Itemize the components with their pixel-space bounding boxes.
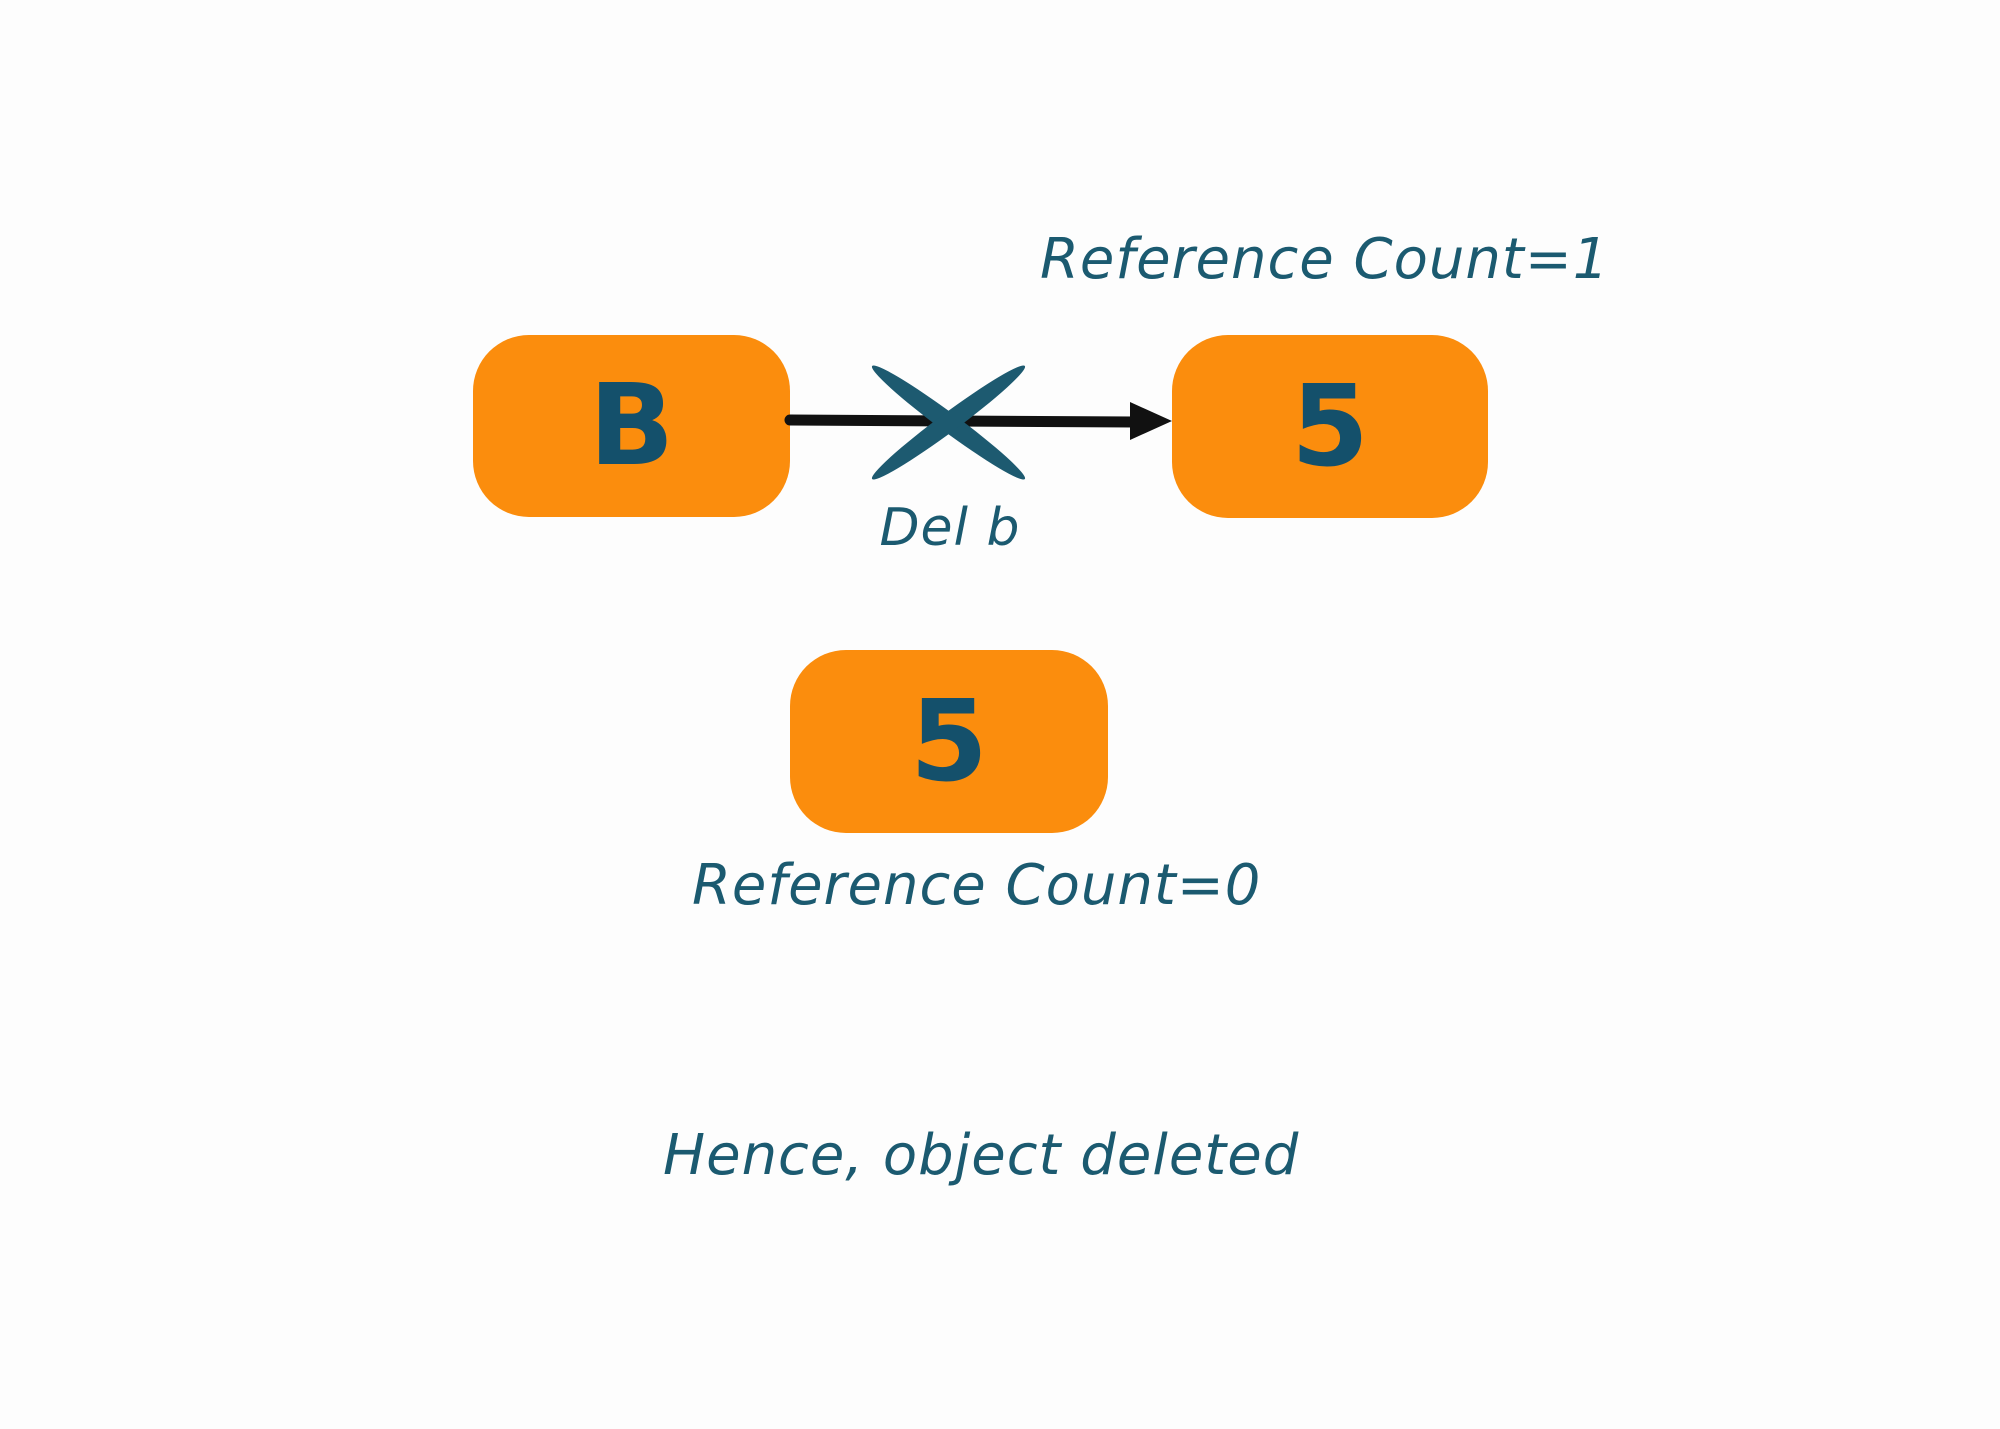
variable-box-b-label: B [588,361,675,491]
delete-cross-icon [871,365,1026,480]
reference-arrow-with-cross [784,365,1172,480]
reference-count-0-label: Reference Count=0 [692,853,1262,918]
object-box-5-unreferenced-label: 5 [910,676,988,807]
del-b-operation-label: Del b [879,498,1021,558]
conclusion-label: Hence, object deleted [663,1123,1300,1188]
object-box-5-referenced-label: 5 [1291,361,1369,492]
reference-count-1-label: Reference Count=1 [1040,227,1610,292]
object-box-5-referenced: 5 [1172,335,1488,518]
object-box-5-unreferenced: 5 [790,650,1108,833]
variable-box-b: B [473,335,790,517]
reference-arrowhead [1130,402,1172,440]
